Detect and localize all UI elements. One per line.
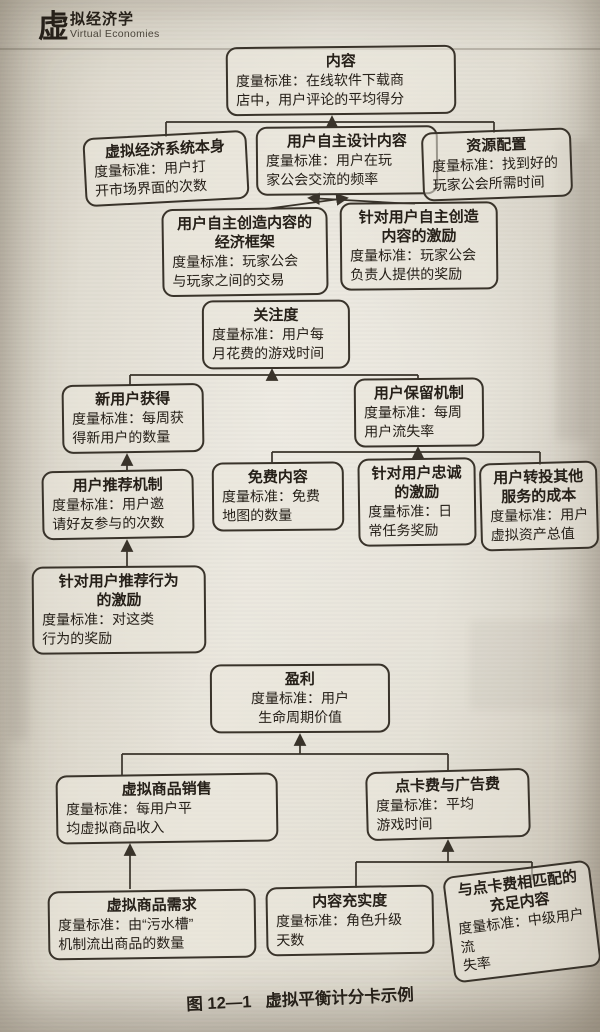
node-switching-cost: 用户转投其他 服务的成本 度量标准：用户 虚拟资产总值 [478, 460, 600, 552]
node-card-fees-ads: 点卡费与广告费 度量标准：平均 游戏时间 [365, 767, 531, 842]
node-title: 针对用户推荐行为 的激励 [58, 572, 179, 610]
node-title: 内容 [325, 52, 356, 71]
node-metric: 度量标准：每周获 得新用户的数量 [71, 409, 185, 446]
figure-label: 图 12—1 [185, 993, 252, 1014]
running-head: 虚 拟经济学 Virtual Economies [38, 10, 160, 44]
node-title: 用户自主创造内容的 经济框架 [176, 214, 313, 252]
node-metric: 度量标准：角色升级 天数 [275, 911, 403, 948]
node-title: 针对用户忠诚 的激励 [371, 464, 462, 502]
node-new-user-acquisition: 新用户获得 度量标准：每周获 得新用户的数量 [61, 383, 205, 454]
node-user-retention: 用户保留机制 度量标准：每周 用户流失率 [353, 377, 485, 448]
node-sufficient-content: 与点卡费相匹配的 充足内容 度量标准：中级用户流 失率 [442, 859, 600, 984]
node-title: 免费内容 [247, 468, 308, 487]
node-profit: 盈利 度量标准：用户 生命周期价值 [209, 663, 391, 734]
node-metric: 度量标准：用户打 开市场界面的次数 [93, 157, 208, 199]
node-metric: 度量标准：免费 地图的数量 [221, 487, 321, 523]
node-resource-allocation: 资源配置 度量标准：找到好的 玩家公会所需时间 [420, 127, 574, 202]
node-free-content: 免费内容 度量标准：免费 地图的数量 [211, 461, 345, 532]
node-referral-incentives: 针对用户推荐行为 的激励 度量标准：对这类 行为的奖励 [31, 565, 207, 655]
running-head-subtitle: Virtual Economies [70, 28, 160, 40]
node-metric: 度量标准：每用户平 均虚拟商品收入 [65, 799, 193, 836]
node-metric: 度量标准：玩家公会 负责人提供的奖励 [350, 246, 477, 283]
node-loyalty-incentives: 针对用户忠诚 的激励 度量标准：日 常任务奖励 [357, 457, 477, 547]
node-virtual-goods-demand: 虚拟商品需求 度量标准：由“污水槽” 机制流出商品的数量 [47, 888, 257, 961]
node-title: 新用户获得 [95, 390, 171, 409]
node-title: 内容充实度 [312, 892, 388, 911]
node-metric: 度量标准：每周 用户流失率 [363, 403, 463, 439]
running-head-big-char: 虚 [38, 9, 69, 44]
node-metric: 度量标准：玩家公会 与玩家之间的交易 [172, 252, 299, 289]
node-attention: 关注度 度量标准：用户每 月花费的游戏时间 [201, 299, 351, 370]
node-metric: 度量标准：对这类 行为的奖励 [42, 610, 155, 647]
ink-bleed-through [8, 560, 28, 740]
node-content: 内容 度量标准：在线软件下载商 店中，用户评论的平均得分 [225, 44, 457, 117]
node-metric: 度量标准：用户邀 请好友参与的次数 [51, 495, 165, 532]
node-user-designed-content: 用户自主设计内容 度量标准：用户在玩 家公会交流的频率 [255, 125, 439, 196]
node-referral-mechanism: 用户推荐机制 度量标准：用户邀 请好友参与的次数 [41, 468, 195, 541]
node-metric: 度量标准：用户在玩 家公会交流的频率 [265, 151, 393, 188]
node-metric: 度量标准：用户 虚拟资产总值 [490, 505, 589, 543]
node-title: 用户转投其他 服务的成本 [493, 467, 584, 506]
node-title: 针对用户自主创造 内容的激励 [358, 208, 479, 246]
node-title: 关注度 [253, 306, 299, 325]
node-title: 虚拟商品需求 [106, 896, 197, 915]
ink-bleed-through [470, 620, 580, 710]
node-ugc-economic-framework: 用户自主创造内容的 经济框架 度量标准：玩家公会 与玩家之间的交易 [161, 206, 329, 298]
node-metric: 度量标准：在线软件下载商 店中，用户评论的平均得分 [235, 71, 405, 108]
node-virtual-goods-sales: 虚拟商品销售 度量标准：每用户平 均虚拟商品收入 [55, 772, 279, 845]
node-title: 用户推荐机制 [72, 476, 163, 495]
node-metric: 度量标准：平均 游戏时间 [375, 795, 475, 833]
node-metric: 度量标准：由“污水槽” 机制流出商品的数量 [57, 915, 194, 952]
node-virtual-economy-system: 虚拟经济系统本身 度量标准：用户打 开市场界面的次数 [82, 129, 250, 208]
node-metric: 度量标准：用户 生命周期价值 [250, 689, 350, 725]
node-content-richness: 内容充实度 度量标准：角色升级 天数 [265, 884, 435, 957]
running-head-title: 拟经济学 [70, 11, 135, 28]
node-metric: 度量标准：日 常任务奖励 [368, 502, 453, 539]
node-title: 点卡费与广告费 [394, 775, 501, 796]
node-metric: 度量标准：用户每 月花费的游戏时间 [211, 325, 325, 361]
node-title: 盈利 [284, 670, 315, 689]
node-title: 用户保留机制 [373, 384, 464, 403]
node-ugc-incentives: 针对用户自主创造 内容的激励 度量标准：玩家公会 负责人提供的奖励 [339, 201, 499, 291]
node-metric: 度量标准：找到好的 玩家公会所需时间 [431, 153, 559, 193]
node-title: 用户自主设计内容 [286, 132, 407, 151]
